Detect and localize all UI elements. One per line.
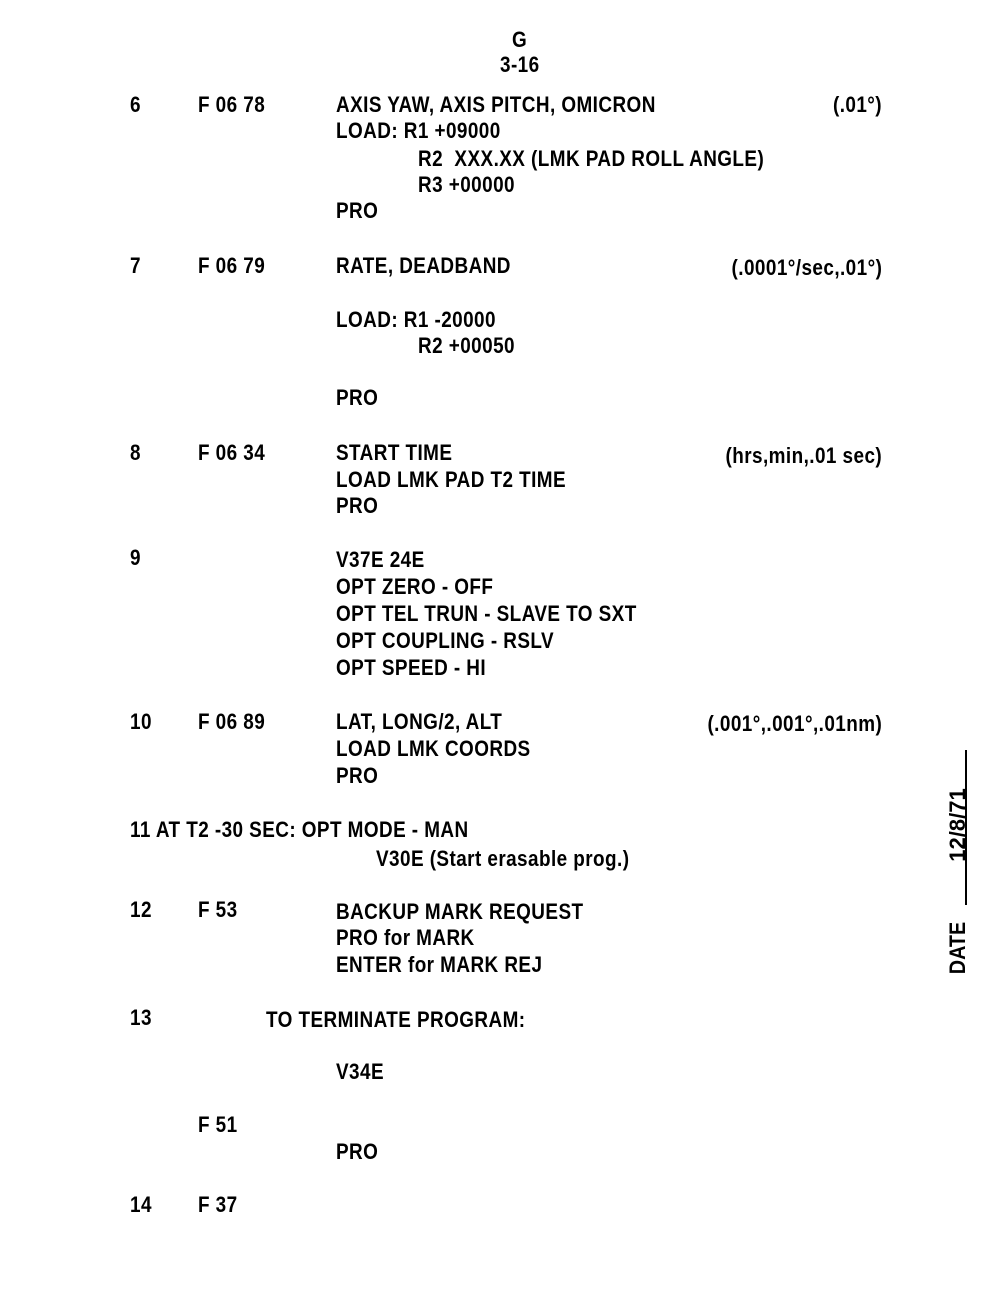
step-line: V37E 24E bbox=[336, 547, 425, 572]
step-code: F 06 34 bbox=[198, 440, 266, 465]
step-line: OPT COUPLING - RSLV bbox=[336, 628, 555, 653]
step-line: PRO bbox=[336, 493, 379, 518]
step-line: PRO bbox=[336, 198, 379, 223]
step-title: LAT, LONG/2, ALT bbox=[336, 709, 503, 734]
step-units: (hrs,min,.01 sec) bbox=[725, 443, 882, 468]
step-number: 7 bbox=[130, 253, 141, 278]
step-code: F 06 79 bbox=[198, 253, 266, 278]
step-line: V34E bbox=[336, 1059, 385, 1084]
step-number: 9 bbox=[130, 545, 141, 570]
step-line: R2 XXX.XX (LMK PAD ROLL ANGLE) bbox=[418, 146, 765, 171]
step-line: LOAD LMK PAD T2 TIME bbox=[336, 467, 567, 492]
step-title: START TIME bbox=[336, 440, 453, 465]
date-stamp: 12/8/71 DATE bbox=[935, 750, 975, 980]
step-number: 6 bbox=[130, 92, 141, 117]
date-value: 12/8/71 bbox=[945, 788, 970, 862]
step-line: OPT ZERO - OFF bbox=[336, 574, 494, 599]
step-code: F 06 78 bbox=[198, 92, 266, 117]
step-line: OPT SPEED - HI bbox=[336, 655, 487, 680]
step-number: 10 bbox=[130, 709, 152, 734]
step-line: R2 +00050 bbox=[418, 333, 515, 358]
step-line: V30E (Start erasable prog.) bbox=[376, 846, 630, 871]
step-line: LOAD: R1 -20000 bbox=[336, 307, 496, 332]
step-title: TO TERMINATE PROGRAM: bbox=[266, 1007, 526, 1032]
step-code: F 37 bbox=[198, 1192, 238, 1217]
step-units: (.001°,.001°,.01nm) bbox=[707, 711, 882, 736]
step-code: F 53 bbox=[198, 897, 238, 922]
date-label: DATE bbox=[945, 921, 970, 975]
step-number: 13 bbox=[130, 1005, 152, 1030]
step-line: PRO for MARK bbox=[336, 925, 475, 950]
step-units: (.01°) bbox=[832, 92, 882, 117]
step-line: PRO bbox=[336, 385, 379, 410]
step-number: 12 bbox=[130, 897, 152, 922]
step-line: LOAD: R1 +09000 bbox=[336, 118, 501, 143]
step-line: ENTER for MARK REJ bbox=[336, 952, 543, 977]
step-line: PRO bbox=[336, 1139, 379, 1164]
step-title: RATE, DEADBAND bbox=[336, 253, 511, 278]
section-letter: G bbox=[512, 27, 528, 52]
step-code: F 51 bbox=[198, 1112, 238, 1137]
step-line: BACKUP MARK REQUEST bbox=[336, 899, 584, 924]
step-line: OPT TEL TRUN - SLAVE TO SXT bbox=[336, 601, 637, 626]
step-code: F 06 89 bbox=[198, 709, 266, 734]
step-text: 11 AT T2 -30 SEC: OPT MODE - MAN bbox=[130, 817, 469, 842]
step-line: R3 +00000 bbox=[418, 172, 515, 197]
step-line: LOAD LMK COORDS bbox=[336, 736, 531, 761]
page-number: 3-16 bbox=[500, 52, 540, 77]
step-units: (.0001°/sec,.01°) bbox=[731, 255, 882, 280]
step-title: AXIS YAW, AXIS PITCH, OMICRON bbox=[336, 92, 656, 117]
step-number: 14 bbox=[130, 1192, 152, 1217]
step-line: PRO bbox=[336, 763, 379, 788]
step-number: 8 bbox=[130, 440, 141, 465]
date-underline bbox=[965, 750, 967, 905]
